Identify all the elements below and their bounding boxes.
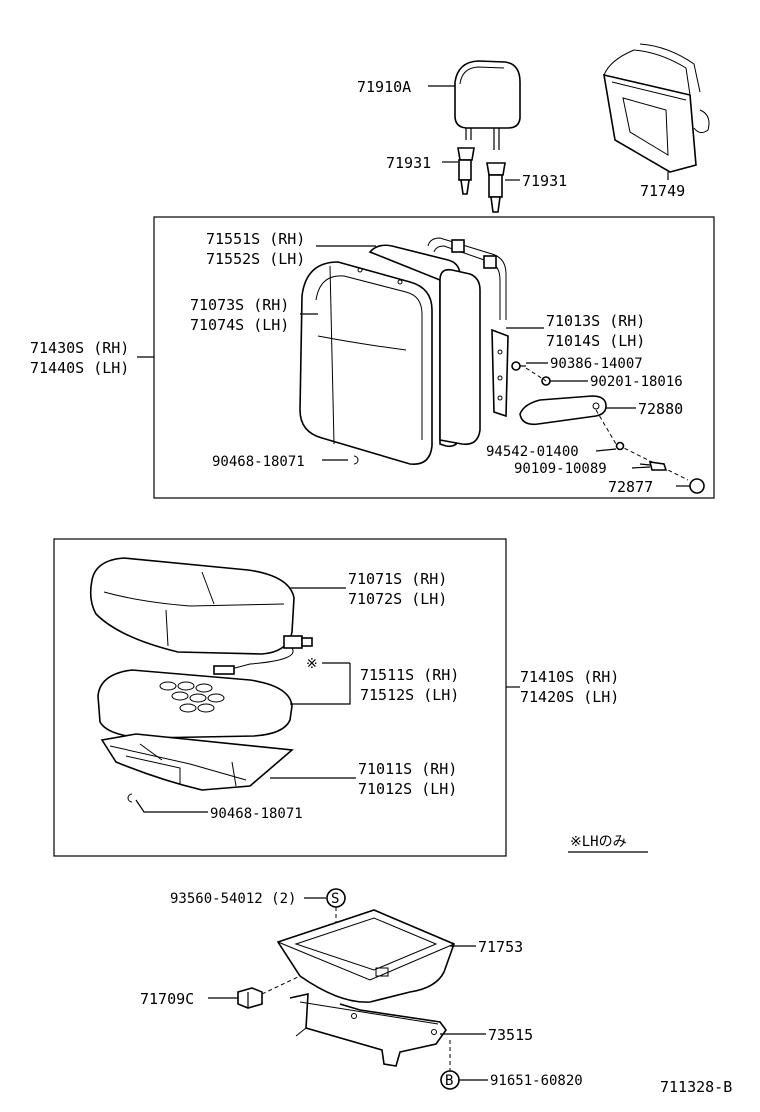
label-headrest-support-left: 71931 [386,154,431,172]
label-cushion-frame-rh: 71011S (RH) [358,760,457,778]
label-headrest-support-right: 71931 [522,172,567,190]
tray-drawing[interactable] [276,909,456,1003]
label-bolt-90109: 90109-10089 [514,461,607,477]
label-armrest: 72880 [638,400,683,418]
bolt-90109-drawing[interactable] [639,461,668,471]
asterisk-mark: ※ [306,656,318,672]
armrest-dashed-axis [595,409,689,481]
headrest-drawing[interactable] [454,60,521,150]
label-seatback-cover-a-rh: 71551S (RH) [206,230,305,248]
leader-bolt-90109 [631,466,651,469]
lh-only-note: ※LHのみ [570,834,627,850]
label-seatback-frame-lh: 71014S (LH) [546,332,645,350]
headrest-support-left-drawing[interactable] [457,147,475,195]
label-hog-ring-lower: 90468-18071 [210,806,303,822]
label-cushion-pad-rh: 71511S (RH) [360,666,459,684]
seatback-cover-b-drawing[interactable] [299,261,433,465]
heater-connector-drawing[interactable] [213,635,313,675]
cushion-assembly-box [53,538,507,857]
hog-ring-lower-drawing[interactable] [127,793,133,803]
cushion-frame-drawing[interactable] [100,733,294,791]
leader-bushing-94542 [595,448,617,452]
label-bushing-94542: 94542-01400 [486,444,579,460]
cap-72877-drawing[interactable] [689,478,705,494]
label-seatback-cover-b-rh: 71073S (RH) [190,296,289,314]
label-headrest: 71910A [357,78,411,96]
armrest-drawing[interactable] [519,395,607,426]
headrest-support-right-drawing[interactable] [486,162,506,213]
label-seatback-frame-rh: 71013S (RH) [546,312,645,330]
bushing-94542-drawing[interactable] [615,441,625,451]
diagram-id: 711328-B [660,1078,732,1096]
frame-dashed-axis [525,367,547,382]
label-cushion-assy-lh: 71420S (LH) [520,688,619,706]
label-cap-72877: 72877 [608,478,653,496]
clip-dashed-axis [261,975,301,995]
label-clip-71709c: 71709C [140,990,194,1008]
marker-b-text: B [445,1073,453,1089]
label-cushion-pad-lh: 71512S (LH) [360,686,459,704]
label-cushion-cover-lh: 71072S (LH) [348,590,447,608]
label-cushion-assy-rh: 71410S (RH) [520,668,619,686]
label-hog-ring-upper: 90468-18071 [212,454,305,470]
bolt-90386-drawing[interactable] [511,361,526,371]
leader-hog-ring-lower [135,799,208,813]
clip-71709c-drawing[interactable] [237,987,263,1009]
seatback-pocket-drawing[interactable] [603,43,710,173]
label-washer-90201: 90201-18016 [590,374,683,390]
marker-s: S [326,888,346,908]
label-bolt-90386: 90386-14007 [550,356,643,372]
seatback-cover-a-drawing[interactable] [368,244,481,448]
label-cushion-cover-rh: 71071S (RH) [348,570,447,588]
label-tray: 71753 [478,938,523,956]
bracket-73515-drawing[interactable] [289,992,447,1067]
cushion-cover-drawing[interactable] [89,557,295,655]
marker-s-text: S [331,891,339,907]
label-seatback-assy-rh: 71430S (RH) [30,339,129,357]
label-seatback-pocket: 71749 [640,182,685,200]
cushion-pad-drawing[interactable] [97,669,293,739]
label-cushion-frame-lh: 71012S (LH) [358,780,457,798]
seatback-frame-drawing[interactable] [427,237,509,418]
marker-b: B [440,1070,460,1090]
label-bracket-73515: 73515 [488,1026,533,1044]
label-screw-93560: 93560-54012 (2) [170,891,296,907]
hog-ring-upper-drawing[interactable] [353,455,359,465]
label-screw-91651: 91651-60820 [490,1073,583,1089]
label-seatback-assy-lh: 71440S (LH) [30,359,129,377]
label-seatback-cover-a-lh: 71552S (LH) [206,250,305,268]
leader-cushion-pad [290,663,351,705]
label-seatback-cover-b-lh: 71074S (LH) [190,316,289,334]
